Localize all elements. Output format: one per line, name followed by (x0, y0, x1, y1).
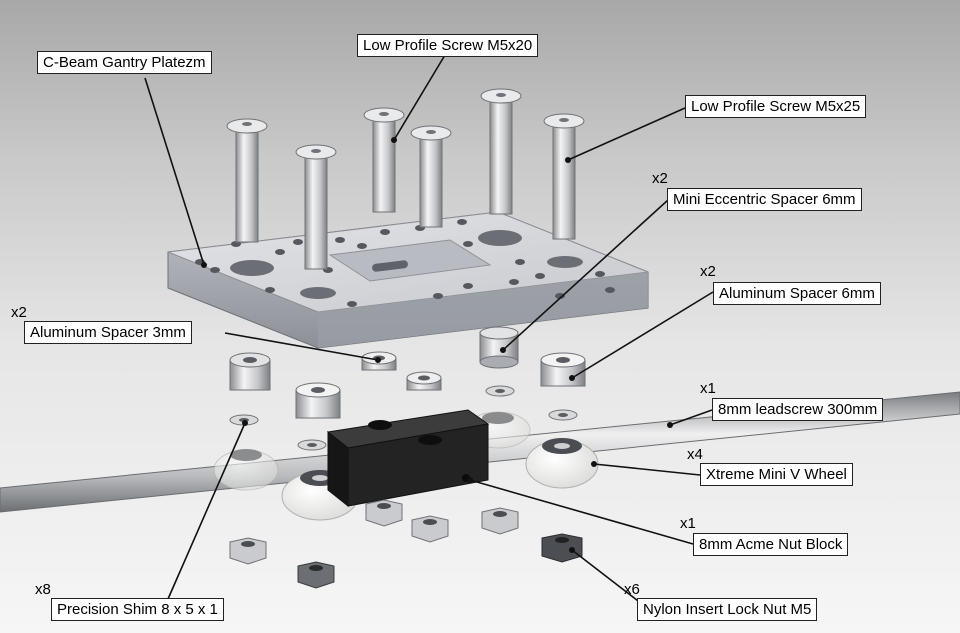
acme-nut-block (326, 409, 490, 508)
screw-m5x25-4 (543, 113, 585, 240)
label-screw-m5x20: Low Profile Screw M5x20 (357, 34, 539, 57)
gantry-plate (167, 211, 649, 349)
label-leadscrew: 8mm leadscrew 300mm (712, 398, 884, 421)
label-lock-nut: Nylon Insert Lock Nut M5 (637, 598, 818, 621)
qty-lock-nut: x6 (624, 581, 640, 598)
qty-acme-nut: x1 (680, 515, 696, 532)
lock-nut-6 (297, 561, 335, 589)
screw-m5x25-1 (226, 118, 268, 243)
lock-nut-3 (481, 507, 519, 535)
lock-nut-1 (365, 499, 403, 527)
screw-m5x25-2 (295, 144, 337, 270)
qty-v-wheel: x4 (687, 446, 703, 463)
lock-nut-4 (541, 533, 583, 563)
qty-ecc-spacer: x2 (652, 170, 668, 187)
spacer-6mm-1 (540, 352, 586, 387)
screw-m5x20-2 (410, 125, 452, 228)
shim-2 (485, 385, 515, 397)
label-al-spacer-6: Aluminum Spacer 6mm (713, 282, 881, 305)
qty-al-spacer-6: x2 (700, 263, 716, 280)
shim-3 (548, 409, 578, 421)
qty-leadscrew: x1 (700, 380, 716, 397)
screw-m5x20-1 (363, 107, 405, 213)
eccentric-spacer-2 (229, 352, 271, 391)
label-al-spacer-3: Aluminum Spacer 3mm (24, 321, 192, 344)
label-v-wheel: Xtreme Mini V Wheel (700, 463, 853, 486)
spacer-3mm-2 (406, 371, 442, 391)
leader-endpoints (201, 137, 673, 553)
qty-al-spacer-3: x2 (11, 304, 27, 321)
label-ecc-spacer: Mini Eccentric Spacer 6mm (667, 188, 862, 211)
label-gantry-plate: C-Beam Gantry Platezm (37, 51, 212, 74)
lock-nut-5 (229, 537, 267, 565)
label-shim: Precision Shim 8 x 5 x 1 (51, 598, 224, 621)
label-acme-nut: 8mm Acme Nut Block (693, 533, 849, 556)
lock-nut-2 (411, 515, 449, 543)
shim-4 (297, 439, 327, 451)
label-screw-m5x25: Low Profile Screw M5x25 (685, 95, 867, 118)
qty-shim: x8 (35, 581, 51, 598)
screw-m5x25-3 (480, 88, 522, 215)
spacer-6mm-2 (295, 382, 341, 419)
eccentric-spacer (479, 326, 519, 369)
leader-lines (144, 54, 714, 605)
v-wheel-3 (213, 449, 279, 491)
